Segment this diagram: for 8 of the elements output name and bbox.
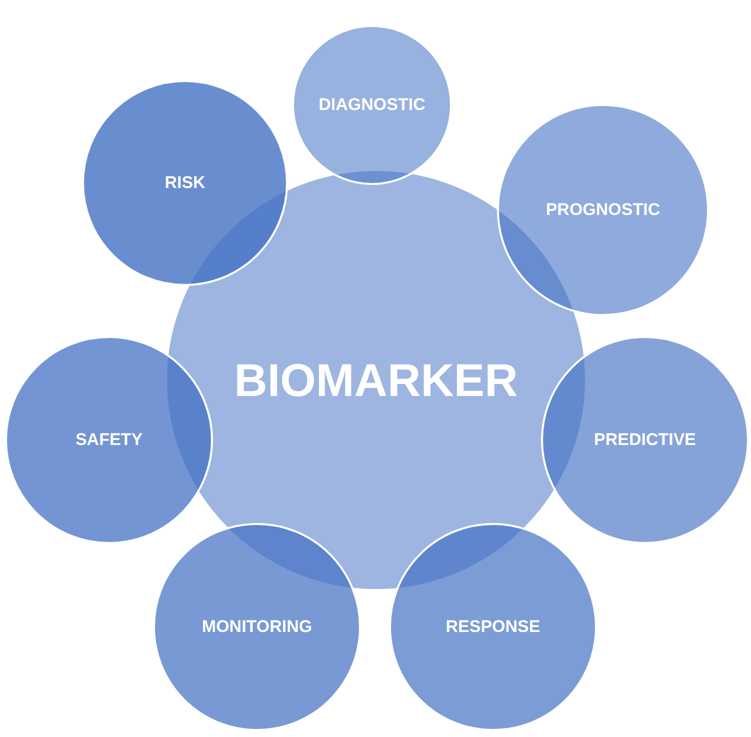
category-label: SAFETY [75,430,143,450]
category-label: RISK [164,173,206,193]
category-label: PROGNOSTIC [546,200,660,220]
category-label: MONITORING [202,617,312,637]
center-title: BIOMARKER [234,353,518,407]
category-label: DIAGNOSTIC [318,95,426,115]
category-label: PREDICTIVE [594,430,696,450]
category-label: RESPONSE [446,617,540,637]
